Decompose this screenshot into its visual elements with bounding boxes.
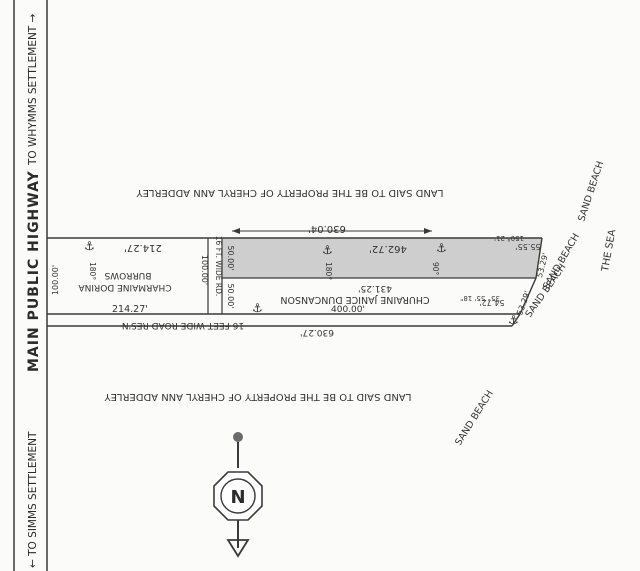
dim-charmaine-top: 214.27'	[124, 242, 162, 253]
dim-churaine-bottom: 400.00'	[331, 305, 365, 315]
dim-road-width-top: 100.00'	[200, 255, 209, 285]
marker-right: ⚓	[436, 241, 447, 255]
arrow-head-left	[232, 228, 240, 234]
dim-charmaine-width: 100.00'	[51, 265, 60, 295]
parcel-charmaine-line2: BURROWS	[104, 270, 151, 280]
dim-road-width-right: 50.00'	[226, 245, 235, 270]
dim-charmaine-bottom: 214.27'	[112, 304, 148, 315]
angle-a2: 180°	[324, 262, 333, 280]
to-simms-label: ← TO SIMMS SETTLEMENT	[27, 431, 39, 568]
angle-a3: 90°	[431, 262, 440, 276]
dim-top-long: 630.04'	[308, 223, 346, 234]
dim-top-right: 462.72'	[369, 243, 407, 254]
marker-mid: ⚓	[322, 243, 333, 257]
marker-corner: ⚓	[508, 313, 519, 327]
marker-charmaine: ⚓	[84, 239, 95, 253]
north-arrow-head	[226, 539, 250, 558]
road-reservation-short: 16 FT. WIDE RD.	[214, 236, 223, 296]
parcel-charmaine-line1: CHARMAINE DORINA	[78, 282, 172, 292]
angle-a1: 180°	[88, 262, 97, 280]
sand-beach-top: SAND BEACH	[576, 160, 606, 223]
arrow-head-right	[424, 228, 432, 234]
cheryl-property-top: LAND SAID TO BE THE PROPERTY OF CHERYL A…	[136, 187, 444, 198]
sand-beach-bottom: SAND BEACH	[453, 389, 496, 448]
angle-a5: 35° 55' 18"	[460, 294, 500, 302]
sea-edge	[511, 237, 543, 327]
shaded-parcel	[222, 238, 542, 278]
north-arrow-pin	[233, 432, 243, 442]
the-sea-label: THE SEA	[600, 228, 618, 273]
parcel-churaine: CHURAINE JANICE DUNCANSON	[280, 294, 429, 305]
north-arrow: N	[213, 432, 263, 558]
north-arrow-circle	[220, 478, 256, 514]
dim-diagonal-right: 54.72'	[479, 298, 504, 307]
dim-churaine-top: 431.25'	[358, 283, 392, 293]
dim-churaine-left: 50.00'	[226, 283, 235, 308]
road-reservation-label: 16 FEET WIDE ROAD RES'N	[122, 320, 244, 330]
angle-a4: 150° 21'	[494, 234, 524, 242]
highway-main-label: MAIN PUBLIC HIGHWAY	[26, 170, 42, 372]
north-arrow-letter: N	[230, 487, 245, 508]
marker-road: ⚓	[252, 301, 263, 315]
cheryl-property-bottom: LAND SAID TO BE THE PROPERTY OF CHERYL A…	[104, 391, 412, 402]
dim-right-edge: 55.55'	[515, 242, 540, 251]
to-whymms-label: TO WHYMMS SETTLEMENT →	[27, 13, 39, 166]
dim-road-bottom: 630.27'	[300, 327, 334, 337]
